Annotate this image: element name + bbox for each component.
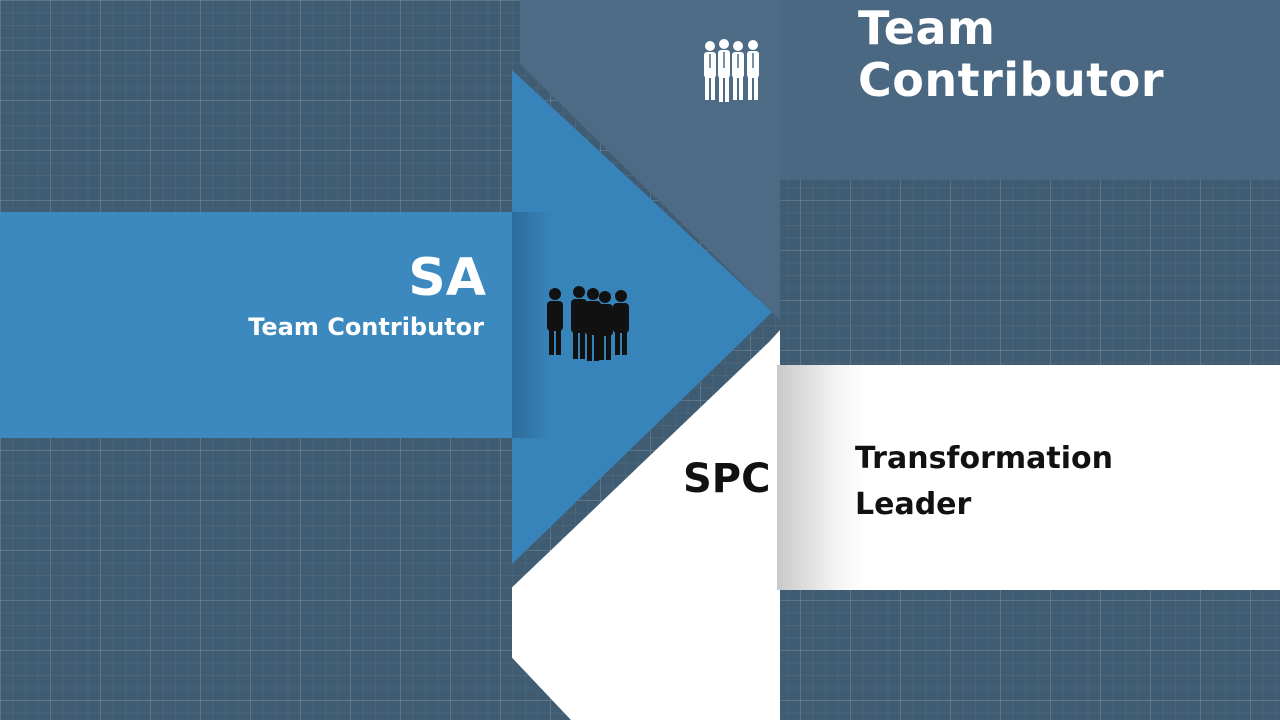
top-card-title-line2: Contributor [858,53,1165,107]
top-band [775,0,1280,180]
spc-abbreviation: SPC [683,456,771,502]
top-card-title-line1: Team [858,1,996,55]
spc-role-line2: Leader [855,487,972,522]
top-card-title: Team Contributor [858,2,1164,106]
sa-band [0,212,520,438]
spc-role-line1: Transformation [855,441,1113,476]
sa-role: Team Contributor [248,313,484,341]
spc-role: Transformation Leader [855,436,1113,528]
sa-band-shadow [512,212,552,438]
team-people-icon [547,286,629,361]
team-people-icon [704,39,759,102]
spc-band [777,365,1280,590]
sa-abbreviation: SA [408,248,486,308]
